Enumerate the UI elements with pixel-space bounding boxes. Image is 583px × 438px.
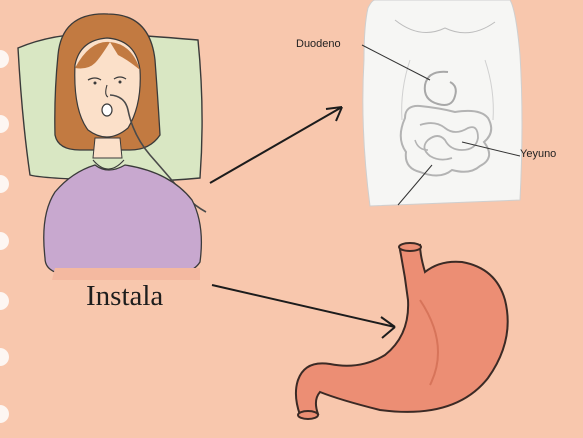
duodenum-opening bbox=[298, 411, 318, 419]
jejunum-label: Yeyuno bbox=[520, 148, 556, 160]
stomach-body bbox=[296, 245, 508, 415]
duodenum-label: Duodeno bbox=[296, 38, 341, 50]
shirt bbox=[44, 165, 202, 272]
patient-with-nasal-tube-icon bbox=[18, 14, 206, 280]
stomach-icon bbox=[296, 243, 508, 419]
main-caption: Instala bbox=[86, 280, 163, 313]
intestine-anatomy-icon bbox=[362, 0, 522, 206]
arrow-to-intestine bbox=[210, 107, 342, 183]
arrow-to-stomach bbox=[212, 285, 395, 338]
esophagus-opening bbox=[399, 243, 421, 251]
